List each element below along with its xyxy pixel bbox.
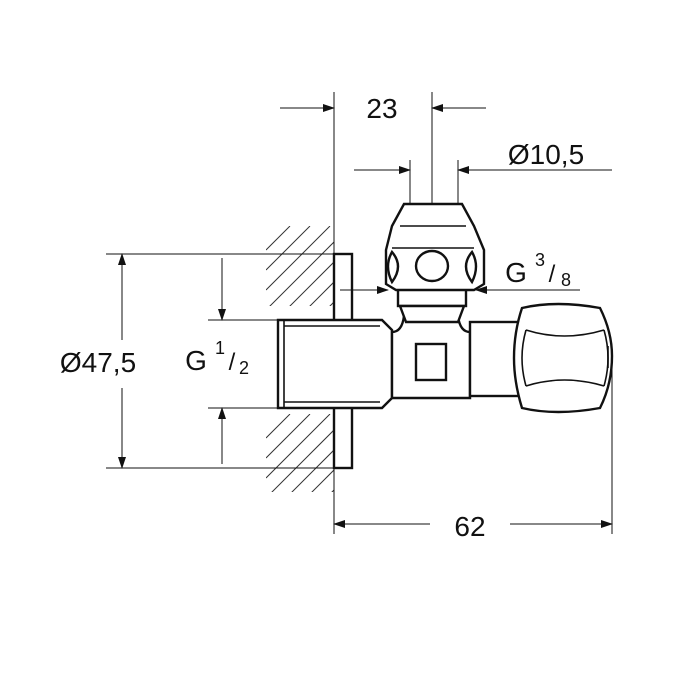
thread-1-2-denominator: 2 bbox=[239, 358, 249, 378]
thread-3-8-numerator: 3 bbox=[535, 250, 545, 270]
wall-hatching-top bbox=[266, 226, 334, 306]
thread-1-2-numerator: 1 bbox=[215, 338, 225, 358]
dimension-diameter-10-5-label: Ø10,5 bbox=[508, 139, 584, 170]
dimension-23: 23 bbox=[280, 93, 486, 124]
wall-hatching-bottom bbox=[266, 414, 334, 492]
compression-nut bbox=[512, 302, 614, 414]
thread-3-8-prefix: G bbox=[505, 257, 527, 288]
dimension-62: 62 bbox=[333, 360, 613, 542]
dimension-thread-3-8: G 3 / 8 bbox=[340, 250, 580, 294]
dimension-23-label: 23 bbox=[366, 93, 397, 124]
thread-1-2-slash: / bbox=[229, 349, 236, 376]
dimension-thread-1-2: G 1 / 2 bbox=[185, 258, 278, 464]
thread-3-8-slash: / bbox=[549, 261, 556, 288]
thread-3-8-denominator: 8 bbox=[561, 270, 571, 290]
top-outlet-fitting bbox=[384, 202, 486, 324]
dimension-diameter-47-5: Ø47,5 bbox=[60, 253, 334, 469]
thread-1-2-prefix: G bbox=[185, 345, 207, 376]
dimension-diameter-10-5: Ø10,5 bbox=[354, 139, 612, 174]
valve-body bbox=[390, 314, 472, 400]
inlet-threaded-pipe bbox=[276, 318, 394, 410]
outlet-stub bbox=[468, 320, 522, 398]
dimension-62-label: 62 bbox=[454, 511, 485, 542]
dimension-diameter-47-5-label: Ø47,5 bbox=[60, 347, 136, 378]
